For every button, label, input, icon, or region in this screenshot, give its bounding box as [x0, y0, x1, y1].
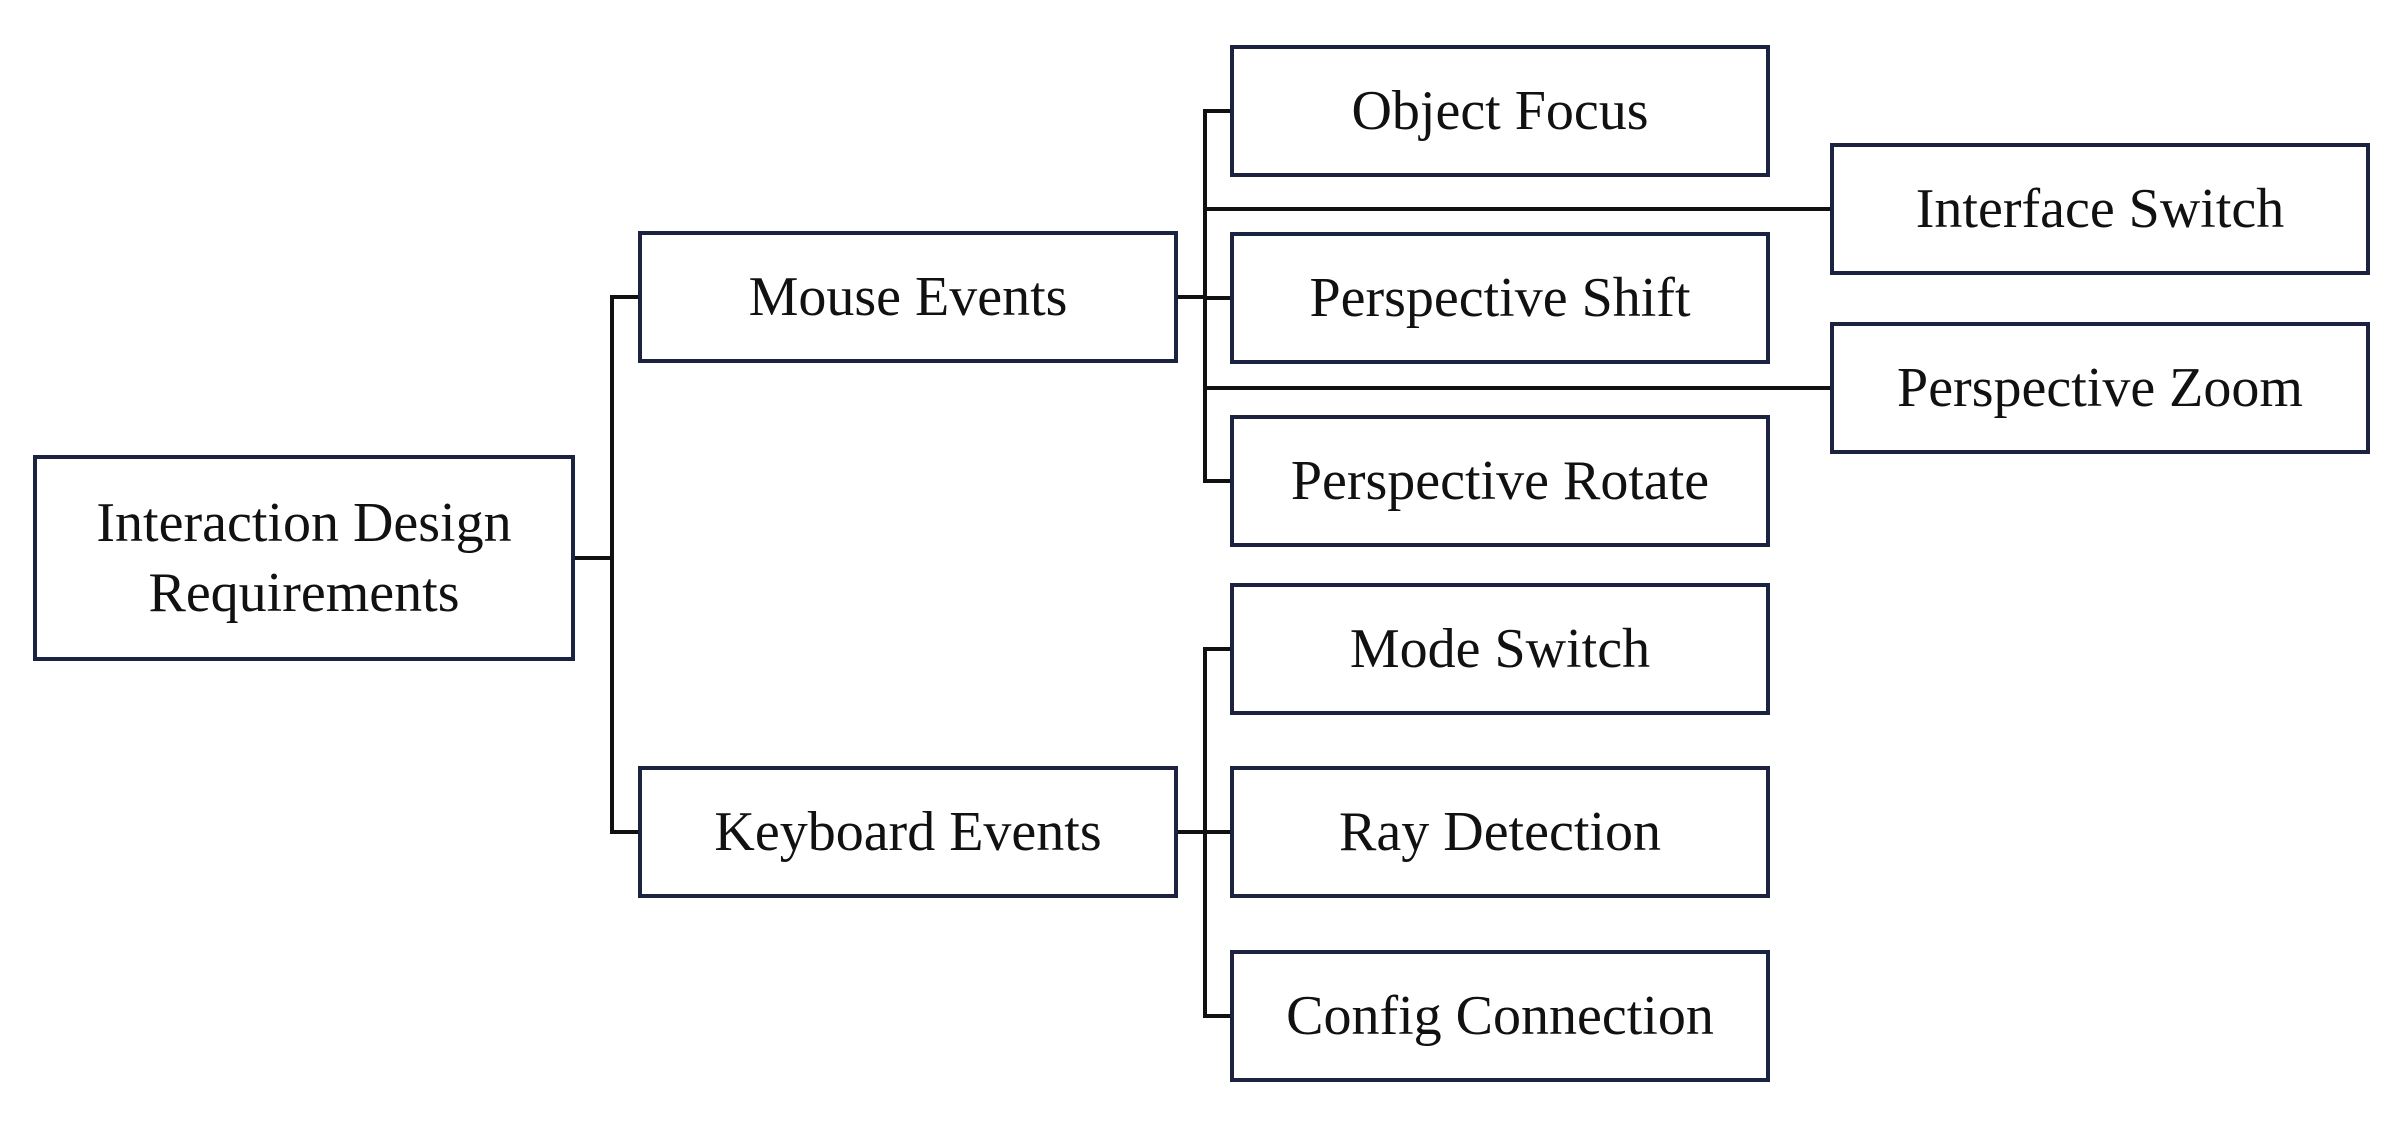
- node-label: Ray Detection: [1339, 801, 1661, 863]
- node-label: Keyboard Events: [714, 801, 1102, 863]
- node-keyboard-events: Keyboard Events: [638, 766, 1178, 898]
- node-object-focus: Object Focus: [1230, 45, 1770, 177]
- node-perspective-zoom: Perspective Zoom: [1830, 322, 2370, 454]
- node-mouse-events: Mouse Events: [638, 231, 1178, 363]
- node-label: Perspective Shift: [1309, 267, 1691, 329]
- node-label: Config Connection: [1286, 985, 1714, 1047]
- node-label: Mode Switch: [1349, 618, 1651, 680]
- node-label: Perspective Zoom: [1897, 357, 2303, 419]
- node-config-connection: Config Connection: [1230, 950, 1770, 1082]
- node-interaction-design-requirements: Interaction Design Requirements: [33, 455, 575, 661]
- node-perspective-shift: Perspective Shift: [1230, 232, 1770, 364]
- node-label: Interface Switch: [1915, 178, 2285, 240]
- node-perspective-rotate: Perspective Rotate: [1230, 415, 1770, 547]
- node-ray-detection: Ray Detection: [1230, 766, 1770, 898]
- node-label: Mouse Events: [748, 266, 1068, 328]
- node-mode-switch: Mode Switch: [1230, 583, 1770, 715]
- node-label: Interaction Design Requirements: [96, 492, 512, 624]
- node-label: Object Focus: [1351, 80, 1649, 142]
- node-label: Perspective Rotate: [1290, 450, 1710, 512]
- node-interface-switch: Interface Switch: [1830, 143, 2370, 275]
